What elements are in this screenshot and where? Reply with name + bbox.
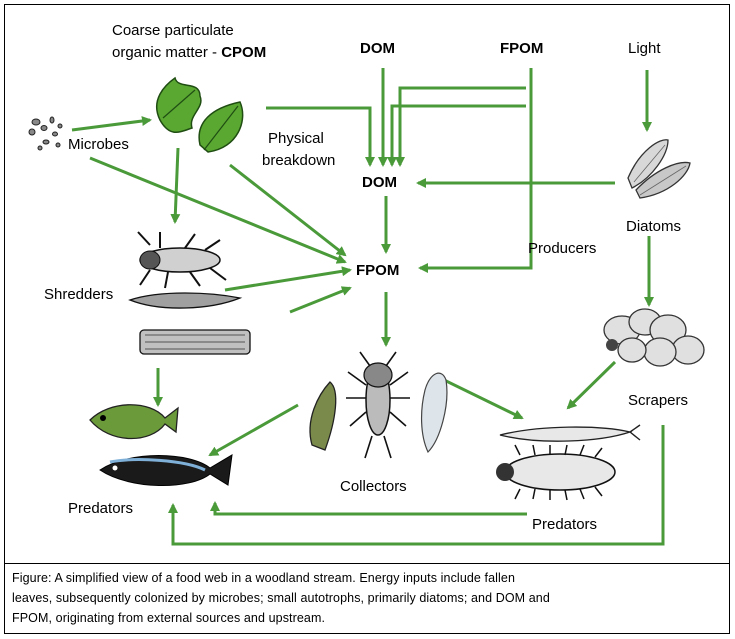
physical-breakdown-line2: breakdown xyxy=(262,152,336,169)
arrow-cpom-to-dom xyxy=(266,106,375,167)
predators-right-label: Predators xyxy=(532,516,598,533)
caption-line-3: FPOM, originating from external sources … xyxy=(12,611,326,625)
dom-top-label: DOM xyxy=(360,40,395,57)
arrows xyxy=(71,68,665,546)
figure-caption: Figure: A simplified view of a food web … xyxy=(12,568,728,628)
arrow-collectors-to-predators-left xyxy=(208,403,299,457)
caption-line-1: Figure: A simplified view of a food web … xyxy=(12,571,516,585)
arrow-scrapers-to-predators-left xyxy=(168,425,665,546)
arrow-shredders2-to-fpom xyxy=(289,286,352,314)
cpom-label-line1: Coarse particulate xyxy=(112,22,234,39)
producers-label: Producers xyxy=(528,240,597,257)
scraper-larva-icon xyxy=(603,308,705,367)
arrow-cpom-to-fpom xyxy=(229,163,347,257)
microbes-icon xyxy=(28,116,63,151)
physical-breakdown-line1: Physical xyxy=(268,130,324,147)
arrow-microbes-to-cpom xyxy=(71,116,152,132)
arrow-microbes-to-fpom xyxy=(89,156,347,264)
diatoms-label: Diatoms xyxy=(626,218,682,235)
arrow-scrapers-to-predators-right xyxy=(566,360,617,410)
shredders-label: Shredders xyxy=(44,286,114,303)
cpom-label-line2: organic matter - CPOM xyxy=(112,44,266,62)
predator-larvae-icon xyxy=(496,424,641,501)
caption-divider xyxy=(4,563,730,564)
predators-left-label: Predators xyxy=(68,500,134,517)
fish-icon xyxy=(89,404,233,486)
arrow-cpom-to-shredders xyxy=(170,147,181,224)
dom-mid-label: DOM xyxy=(362,174,397,191)
arrow-collectors-to-predators-right xyxy=(439,376,524,420)
microbes-label: Microbes xyxy=(68,136,129,153)
fpom-mid-label: FPOM xyxy=(356,262,400,279)
diatoms-icon xyxy=(627,139,691,199)
fpom-top-label: FPOM xyxy=(500,40,544,57)
arrow-fpomtop-to-fpom xyxy=(418,68,533,273)
arrow-shredders-to-fpom xyxy=(224,266,352,292)
caption-line-2: leaves, subsequently colonized by microb… xyxy=(12,591,550,605)
arrow-fpomtop-to-dom-b xyxy=(387,104,526,167)
cpom-label-text: organic matter - xyxy=(112,44,222,61)
arrow-fpomtop-to-dom-a xyxy=(395,86,526,167)
collector-insects-icon xyxy=(309,351,448,459)
cpom-abbr: CPOM xyxy=(221,44,267,61)
scrapers-label: Scrapers xyxy=(628,392,689,409)
arrow-predators-right-to-left xyxy=(210,501,527,516)
shredder-insects-icon xyxy=(128,231,251,355)
light-label: Light xyxy=(628,40,661,57)
food-web-diagram xyxy=(28,68,705,546)
collectors-label: Collectors xyxy=(340,478,407,495)
figure-frame xyxy=(4,4,730,634)
leaves-icon xyxy=(155,76,244,153)
